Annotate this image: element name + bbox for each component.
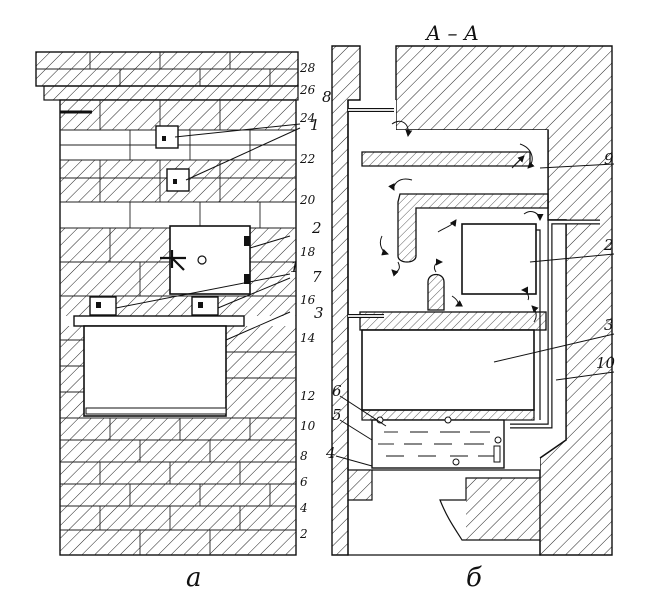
course-number: 28 [299,61,316,75]
course-number: 6 [300,475,308,489]
course-number: 16 [300,293,316,307]
section-view: А – А [331,21,615,556]
fire-door [169,225,251,295]
course-number: 2 [299,527,308,541]
cleanout-door [155,125,179,149]
callout-6: 6 [332,382,342,400]
callout-9: 9 [604,150,614,168]
water-tank [461,223,537,295]
course-number: 22 [299,152,315,166]
cleanout-door [191,296,219,316]
section-title: А – А [424,21,479,45]
callout-1-lower: 1 [290,258,300,276]
panel-label-a: а [186,563,202,593]
callout-5: 5 [332,406,342,424]
cleanout-door [166,168,190,192]
callout-7: 7 [312,268,322,286]
flue-baffle-lower [397,193,549,263]
course-number: 26 [299,83,316,97]
course-number: 14 [300,331,315,345]
panel-label-b: б [466,563,482,593]
callout-3-left: 3 [314,304,324,322]
course-number: 8 [300,449,308,463]
front-elevation [35,51,301,556]
course-number: 24 [299,111,315,125]
hearth-slab-section [359,311,547,331]
callout-2-left: 2 [311,219,322,237]
oven-opening [83,325,227,417]
hearth-plate [73,315,245,327]
callout-4: 4 [325,444,336,462]
callout-3-right: 3 [604,316,614,334]
flue-baffle-upper [361,151,531,167]
flue-riser [427,273,445,311]
stove-cornice [43,85,299,101]
door-knob [197,255,207,265]
oven-section [361,329,535,411]
door-latch [160,250,186,271]
cleanout-door [89,296,117,316]
callout-8: 8 [322,88,332,106]
course-scale: 28 26 24 22 20 18 16 14 12 10 8 6 4 2 [299,61,316,541]
course-number: 10 [300,419,316,433]
callout-1-upper: 1 [310,116,320,134]
course-number: 4 [299,501,308,515]
section-base [347,469,373,501]
callout-10: 10 [596,354,616,372]
callout-2-right: 2 [603,236,614,254]
course-number: 12 [300,389,315,403]
flow-arrows [379,120,544,323]
course-number: 18 [300,245,316,259]
course-number: 20 [299,193,316,207]
